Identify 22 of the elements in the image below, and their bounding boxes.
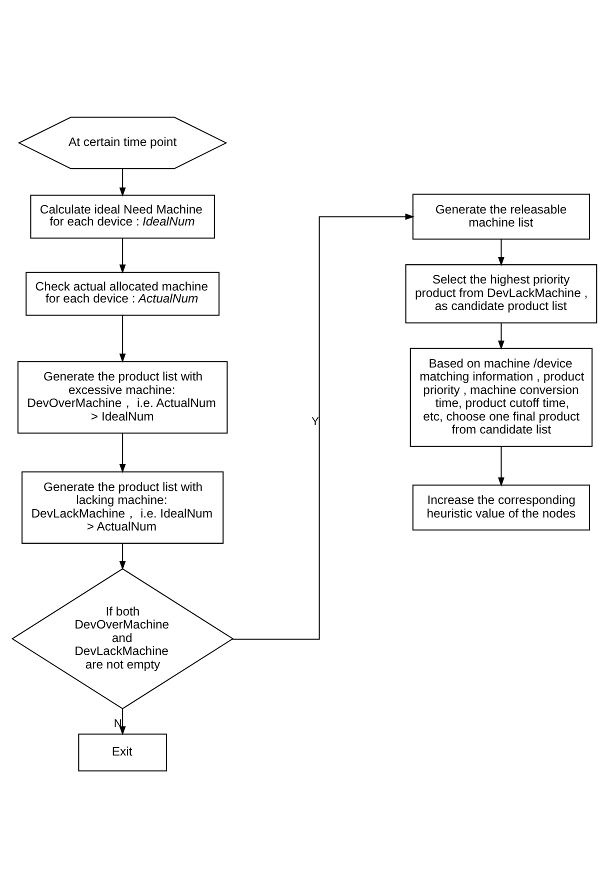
- node-box: Based on machine /device matching information , product priority , machine conversion time, product cutoff time, etc, choose one final product from candidate list: [410, 347, 593, 446]
- edge-label: Y: [311, 416, 319, 428]
- arrow: [119, 168, 126, 196]
- arrow: [232, 213, 414, 640]
- node-box: Generate the product list with excessive machine: DevOverMachine， i.e. ActualNum > IdealNum: [17, 360, 228, 434]
- node-box: Select the highest priority product from DevLackMachine , as candidate product list: [405, 264, 598, 323]
- arrow: [498, 238, 504, 266]
- node-box: Generate the product list with lacking machine: DevLackMachine， i.e. IdealNum > ActualNum: [22, 470, 224, 544]
- arrow: [498, 322, 504, 350]
- node-diamond: If both DevOverMachine and DevLackMachine are not empty: [11, 568, 234, 709]
- arrow: [119, 432, 126, 473]
- arrow: [498, 446, 504, 486]
- arrow: [119, 314, 126, 362]
- edge-label: N: [114, 717, 122, 730]
- arrow: [119, 542, 126, 570]
- node-box: Check actual allocated machine for each device : ActualNum: [26, 271, 220, 316]
- node-box: Increase the corresponding heuristic value of the nodes: [412, 484, 590, 530]
- arrow: [119, 708, 126, 735]
- arrow: [119, 238, 126, 274]
- node-box: Exit: [78, 733, 167, 771]
- node-box: Calculate ideal Need Machine for each device : IdealNum: [30, 194, 215, 238]
- node-box: Generate the releasable machine list: [412, 193, 590, 240]
